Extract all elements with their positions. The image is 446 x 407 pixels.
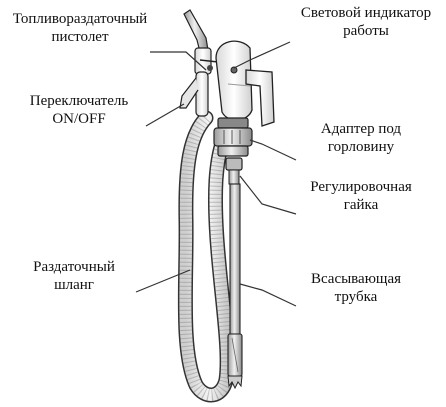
label-nozzle-line1: Топливораздаточный	[12, 11, 148, 27]
label-nozzle-line2: пистолет	[51, 29, 109, 45]
label-tube-line2: трубка	[334, 289, 378, 305]
label-nut-line2: гайка	[343, 197, 379, 213]
label-hose-line1: Раздаточный	[33, 259, 115, 275]
leader-lines	[135, 41, 297, 307]
neck-adapter	[213, 117, 253, 157]
label-tube-line1: Всасывающая	[310, 271, 402, 287]
label-switch: Переключатель ON/OFF	[14, 92, 144, 128]
indicator-light	[230, 66, 238, 74]
label-switch-line1: Переключатель	[29, 93, 129, 109]
label-indicator-line2: работы	[343, 23, 389, 39]
label-tube: Всасывающая трубка	[296, 270, 416, 306]
fuel-nozzle	[179, 9, 219, 117]
label-indicator: Световой индикатор работы	[286, 4, 446, 40]
label-nut-line1: Регулировочная	[310, 179, 412, 195]
dispensing-hose	[177, 110, 240, 403]
adjusting-nut	[225, 157, 243, 185]
suction-tube	[227, 183, 243, 390]
label-switch-line2: ON/OFF	[52, 111, 106, 127]
label-indicator-line1: Световой индикатор	[300, 5, 432, 21]
label-adapter: Адаптер под горловину	[296, 120, 426, 156]
label-hose: Раздаточный шланг	[14, 258, 134, 294]
pump-head	[215, 40, 275, 127]
label-adapter-line1: Адаптер под	[320, 121, 402, 137]
label-nut: Регулировочная гайка	[296, 178, 426, 214]
label-adapter-line2: горловину	[327, 139, 395, 155]
label-hose-line2: шланг	[54, 277, 94, 293]
label-nozzle: Топливораздаточный пистолет	[0, 10, 160, 46]
